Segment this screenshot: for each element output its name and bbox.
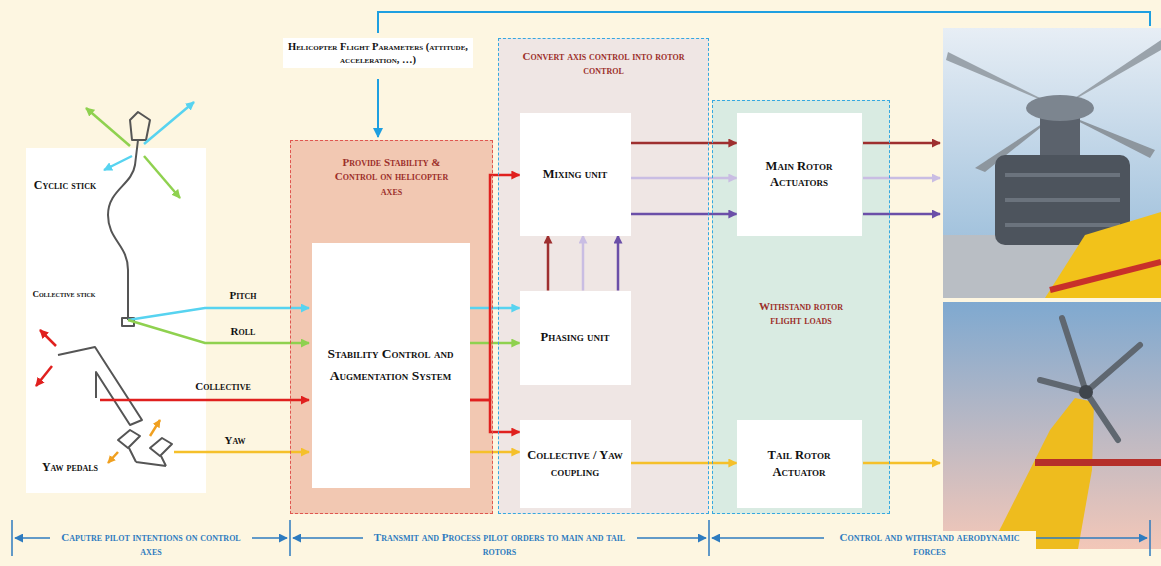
roll-line bbox=[128, 320, 309, 343]
signal-connector bbox=[631, 462, 737, 465]
signal-connector bbox=[470, 400, 520, 432]
signal-connector bbox=[470, 307, 520, 310]
motion-arrow bbox=[40, 330, 56, 346]
collective-motion-arrows bbox=[36, 330, 56, 386]
box-label: Main Rotor Actuators bbox=[743, 158, 856, 191]
signal-connector bbox=[631, 142, 737, 145]
signal-connector bbox=[470, 175, 520, 400]
sky bbox=[943, 28, 1161, 298]
signal-connector bbox=[617, 236, 620, 291]
pedal bbox=[118, 430, 140, 448]
rotor-hub bbox=[1026, 95, 1094, 121]
fuselage-stripe bbox=[1050, 262, 1161, 290]
pedal-motion-arrows bbox=[108, 420, 160, 463]
sky bbox=[943, 302, 1161, 549]
box-label: Stability Control and Augmentation Syste… bbox=[318, 343, 464, 386]
tail-fin bbox=[990, 398, 1094, 549]
region-heading: Withstand rotor flight loads bbox=[751, 299, 851, 328]
region-heading: Convert axis control into rotor control bbox=[519, 49, 689, 78]
unit-box: Phasing unit bbox=[520, 291, 631, 385]
function-region: Provide Stability & Control on helicopte… bbox=[290, 140, 493, 514]
tail-rotor-hub bbox=[1079, 385, 1093, 399]
fuselage bbox=[1045, 212, 1161, 298]
tail-blade bbox=[1062, 318, 1086, 392]
motion-arrow bbox=[104, 156, 132, 170]
collective-line bbox=[100, 399, 309, 402]
controls-ground bbox=[26, 148, 206, 493]
region-heading: Provide Stability & Control on helicopte… bbox=[327, 155, 457, 198]
axis-lines bbox=[100, 308, 309, 452]
tail-blade bbox=[1086, 392, 1118, 440]
control-label: Collective stick bbox=[12, 289, 116, 300]
region-fill bbox=[498, 38, 709, 514]
output-arrow bbox=[863, 462, 940, 465]
output-arrow bbox=[863, 177, 940, 180]
pedal-linkage bbox=[129, 448, 166, 466]
phase-label: Transmit and Process pilot orders to mai… bbox=[363, 531, 637, 559]
actuator-box: Tail Rotor Actuator bbox=[737, 420, 862, 508]
axis-label: Yaw bbox=[210, 434, 260, 448]
pedal bbox=[150, 438, 172, 456]
control-label: Cyclic stick bbox=[28, 178, 102, 193]
pitch-line bbox=[128, 308, 309, 320]
collective-lever bbox=[58, 347, 142, 425]
tail-blade bbox=[1086, 345, 1140, 392]
actuator-box: Main Rotor Actuators bbox=[737, 113, 862, 236]
output-arrow bbox=[863, 142, 940, 145]
unit-box: Collective / Yaw coupling bbox=[520, 420, 631, 508]
motion-arrow bbox=[108, 452, 118, 463]
function-region: Withstand rotor flight loads Main Rotor A… bbox=[712, 100, 890, 514]
signal-connector bbox=[547, 236, 550, 291]
signal-connector bbox=[582, 236, 585, 291]
system-box: Stability Control and Augmentation Syste… bbox=[312, 243, 470, 488]
main-rotor-picture bbox=[943, 28, 1161, 298]
unit-box: Mixing unit bbox=[520, 113, 631, 236]
tail-rotor-blades bbox=[1040, 318, 1140, 440]
signal-label: Helicopter Flight Parameters (attitude, … bbox=[283, 38, 473, 68]
tail-blade bbox=[1040, 380, 1086, 392]
cyclic-motion-arrows bbox=[86, 102, 194, 198]
yaw-line bbox=[174, 451, 309, 454]
box-label: Collective / Yaw coupling bbox=[526, 447, 625, 480]
box-label: Mixing unit bbox=[543, 166, 607, 182]
yaw-pedals-drawing bbox=[118, 430, 172, 466]
axis-label: Collective bbox=[168, 380, 278, 394]
gearbox-detail bbox=[1005, 175, 1120, 225]
actuator-outputs bbox=[863, 143, 940, 463]
box-label: Tail Rotor Actuator bbox=[743, 447, 856, 480]
signal-connector bbox=[470, 451, 520, 454]
signal-connector bbox=[470, 342, 520, 345]
feedback-arrow bbox=[377, 79, 379, 137]
motion-arrow bbox=[144, 102, 194, 144]
phase-label: Caputre pilot intentions on control axes bbox=[50, 531, 252, 559]
signal-connector bbox=[631, 213, 737, 216]
tail-bumper bbox=[1035, 459, 1161, 466]
phase-label: Control and withstand aerodynamic forces bbox=[824, 531, 1036, 559]
signal-connector bbox=[631, 177, 737, 180]
collective-stick-drawing bbox=[58, 347, 142, 425]
axis-label: Pitch bbox=[215, 289, 271, 303]
motion-arrow bbox=[86, 108, 130, 146]
region-fill bbox=[290, 140, 493, 514]
cyclic-grip bbox=[130, 112, 150, 140]
motion-arrow bbox=[144, 156, 180, 198]
control-label: Yaw pedals bbox=[38, 460, 102, 475]
output-arrow bbox=[863, 213, 940, 216]
region-fill bbox=[712, 100, 890, 514]
motion-arrow bbox=[150, 420, 160, 436]
tail-rotor-picture bbox=[943, 302, 1161, 549]
motion-arrow bbox=[36, 366, 52, 386]
function-region: Convert axis control into rotor controlM… bbox=[498, 38, 709, 514]
box-label: Phasing unit bbox=[541, 329, 610, 345]
axis-label: Roll bbox=[215, 325, 271, 339]
